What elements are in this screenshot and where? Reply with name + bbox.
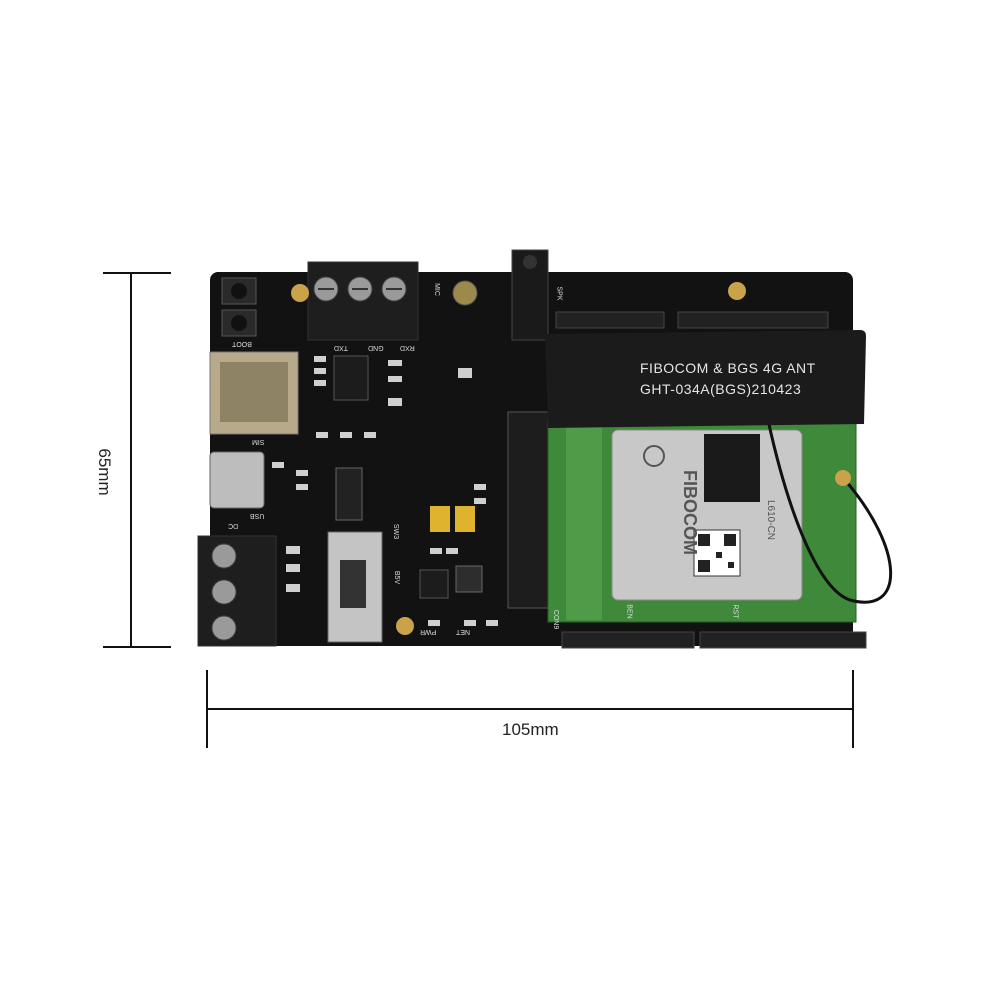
silk-boot: BOOT	[232, 340, 252, 347]
silk-spk: SPK	[555, 286, 563, 301]
width-dimension-right-tick	[852, 670, 854, 748]
mounting-hole-top-right	[728, 282, 746, 300]
mounting-hole-top-left	[291, 284, 309, 302]
module-model: L610-CN	[765, 500, 776, 541]
silk-gnd: GND	[368, 344, 384, 351]
silk-b5v: B5V	[393, 570, 401, 585]
power-slide-switch	[327, 531, 383, 643]
antenna-cable	[766, 419, 893, 604]
silk-mic: MIC	[432, 283, 440, 296]
silk-rst: RST	[731, 604, 739, 619]
antenna-patch	[545, 330, 866, 428]
chip-u1	[333, 355, 369, 401]
top-terminal-block	[307, 261, 419, 341]
mounting-hole-bottom-left	[396, 617, 414, 635]
silk-txd: TXD	[334, 344, 348, 351]
inductor	[455, 565, 483, 593]
capacitor-yellow-1	[430, 506, 450, 532]
silk-dc: DC	[228, 522, 239, 529]
silk-sim: SIM	[252, 438, 265, 445]
capacitor-yellow-2	[455, 506, 475, 532]
left-terminal-block	[197, 535, 277, 647]
silk-usb: USB	[250, 512, 265, 519]
silk-con9: CON9	[552, 609, 560, 630]
boot-buttons	[221, 277, 257, 337]
ufl-connector	[835, 470, 851, 486]
antenna-label-line1: FIBOCOM & BGS 4G ANT	[640, 360, 816, 376]
height-dimension-line	[130, 272, 132, 647]
silk-rxd: RXD	[400, 344, 415, 351]
lte-module	[547, 419, 857, 623]
sim-card-holder	[209, 351, 299, 435]
silk-net: NET	[456, 628, 470, 635]
m2-slot	[507, 411, 555, 609]
silk-pwr: PWR	[420, 628, 437, 635]
top-pin-header	[555, 311, 829, 329]
height-dimension-bottom-tick	[103, 646, 171, 648]
width-dimension-label: 105mm	[502, 720, 559, 739]
usb-c-port	[209, 451, 265, 509]
chip-u2	[419, 569, 449, 599]
height-dimension-top-tick	[103, 272, 171, 274]
module-brand: FIBOCOM	[680, 470, 700, 555]
silk-sw3: SW3	[392, 523, 400, 540]
mic-component	[452, 280, 478, 306]
width-dimension-line	[206, 708, 854, 710]
bottom-pin-header	[561, 631, 867, 649]
silk-ben: BEN	[625, 604, 633, 619]
mode-switch	[335, 467, 363, 521]
smd-components	[272, 356, 498, 626]
antenna-label-line2: GHT-034A(BGS)210423	[640, 381, 802, 397]
